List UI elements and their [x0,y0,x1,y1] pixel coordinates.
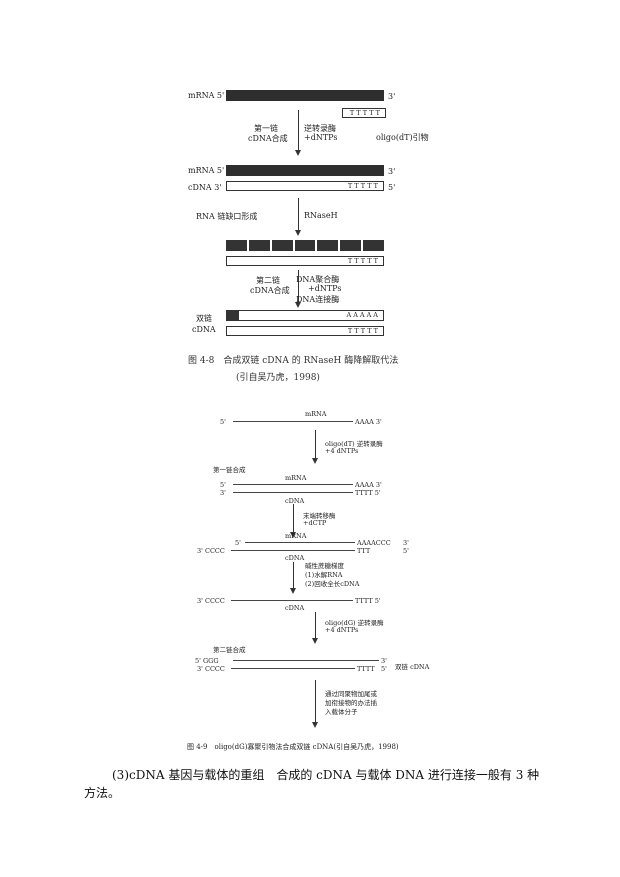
mrna-5-label: mRNA 5' [188,91,225,100]
s2-b: +dCTP [303,519,327,527]
f2-arrow-1 [315,430,316,460]
step3-left-a: 第二链 [256,276,280,285]
f2-arrow-1-head [312,458,318,464]
mrna-line-3 [245,542,355,543]
aaaaccc-label: AAAACCC [357,539,391,547]
step3-right-b: +dNTPs [308,284,342,293]
s1-b: +4 dNTPs [325,447,359,455]
f2-arrow-2 [293,504,294,534]
step3-left-b: cDNA合成 [250,286,290,295]
mrna-strand [226,90,384,101]
end-5-label: 5' [388,183,396,192]
s1-a: oligo(dT) 逆转录酶 [325,440,383,448]
ggg-label: 5' GGG [195,657,219,665]
s2-a: 末端转移酶 [303,512,336,520]
p3-label-3: 3' [403,539,409,547]
caption-4-9: 图 4-9 oligo(dG)寡聚引物法合成双链 cDNA(引自吴乃虎，1998… [187,743,399,751]
p5-label-1: 5' [220,418,226,426]
arrow-step1-head [295,150,301,156]
figure-4-9: mRNA 5' AAAA 3' oligo(dT) 逆转录酶 +4 dNTPs … [165,400,465,760]
f2-arrow-3 [293,562,294,590]
cccc-label-3: 3' CCCC [197,547,225,555]
cdna-label-3: cDNA [285,554,305,562]
end-3-label: 3' [388,92,396,101]
f2-arrow-2-head [290,532,296,538]
s3-c: (2)回收全长cDNA [305,580,360,588]
step1-left-a: 第一链 [254,124,278,133]
cdna-label-2: cDNA [285,497,305,505]
step3-right-c: DNA连接酶 [296,295,340,304]
f2-arrow-5 [315,680,316,724]
p3-label-5: 3' [381,657,387,665]
s3-a: 碱性蔗糖梯度 [305,562,344,570]
s5-c: 入载体分子 [325,708,358,716]
cccc-label-5: 3' CCCC [197,665,225,673]
aaaa3-label-1: AAAA 3' [355,418,382,426]
mrna-label-3: mRNA [285,532,307,540]
ds-label-b: cDNA [192,325,216,334]
mrna-line-1 [233,421,353,422]
cdna-line-4 [231,600,353,601]
tttt-label-5: TTTT [357,665,375,673]
second-strand: AAAAA [226,310,384,321]
cdna-3-label: cDNA 3' [188,183,222,192]
s5-a: 通过同聚物加尾或 [325,690,377,698]
ttt-label: TTT [357,547,371,555]
s4-b: +4 dNTPs [325,626,359,634]
ds-cdna-label: 双链 cDNA [395,663,430,671]
cdna-strand: TTTTT [226,181,384,191]
cdna-strand-2: TTTTT [226,256,384,266]
step3-right-a: DNA聚合酶 [296,275,340,284]
oligo-primer-label: oligo(dT)引物 [376,133,429,142]
f2-arrow-3-head [290,588,296,594]
f2-arrow-4-head [312,638,318,644]
s4-a: oligo(dG) 逆转录酶 [325,619,384,627]
aaaa-label: AAAAA [346,311,380,319]
caption-4-8: 图 4-8 合成双链 cDNA 的 RNaseH 酶降解取代法 [188,356,399,366]
p5-label-2: 5' [220,481,226,489]
s3-b: (1)水解RNA [305,571,343,579]
cdna-line-2 [233,492,353,493]
p5-label-5: 5' [381,665,387,673]
mrna-line-2 [233,484,353,485]
end-3-label-2: 3' [388,167,396,176]
mrna-label-1: mRNA [305,410,327,418]
step1-right-a: 逆转录酶 [304,124,336,133]
mrna-label-2: mRNA [285,474,307,482]
second-strand-label: 第二链合成 [213,646,246,654]
mrna-5-label-2: mRNA 5' [188,166,225,175]
oligo-dt-box: TTTTT [342,108,386,118]
p5-label-3b: 5' [403,547,409,555]
nicked-rna [226,240,385,251]
body-paragraph: (3)cDNA 基因与载体的重组 合成的 cDNA 与载体 DNA 进行连接一般… [84,768,540,800]
tttt5-label-4: TTTT 5' [355,597,381,605]
first-strand-label: 第一链合成 [213,466,246,474]
arrow-step2-head [295,230,301,236]
cdna-line-3 [231,550,355,551]
s5-b: 加衔接物的办法插 [325,699,377,707]
mrna-strand-2 [226,165,384,176]
caption-4-8-source: (引自吴乃虎，1998) [236,373,320,383]
cdna-strand-3: TTTTT [226,326,384,336]
cccc-label-4: 3' CCCC [197,597,225,605]
arrow-step3 [298,270,299,304]
f2-arrow-5-head [312,722,318,728]
step1-left-b: cDNA合成 [248,134,288,143]
ds-label-a: 双链 [196,314,212,323]
arrow-step2 [298,198,299,232]
p5-label-3: 5' [235,539,241,547]
ds-line-bottom [231,668,355,669]
arrow-step1 [298,110,299,152]
cdna-label-4: cDNA [285,604,305,612]
ds-line-top [233,660,379,661]
step2-right: RNaseH [304,211,338,220]
figure-4-8: mRNA 5' 3' TTTTT 第一链 cDNA合成 逆转录酶 +dNTPs … [170,80,470,390]
arrow-step3-head [295,302,301,308]
step1-right-b: +dNTPs [304,133,338,142]
f2-arrow-4 [315,612,316,640]
aaaa3-label-2: AAAA 3' [355,481,382,489]
step2-left: RNA 链缺口形成 [196,212,258,221]
p3-label-2: 3' [220,489,226,497]
tttt5-label-2: TTTT 5' [355,489,381,497]
